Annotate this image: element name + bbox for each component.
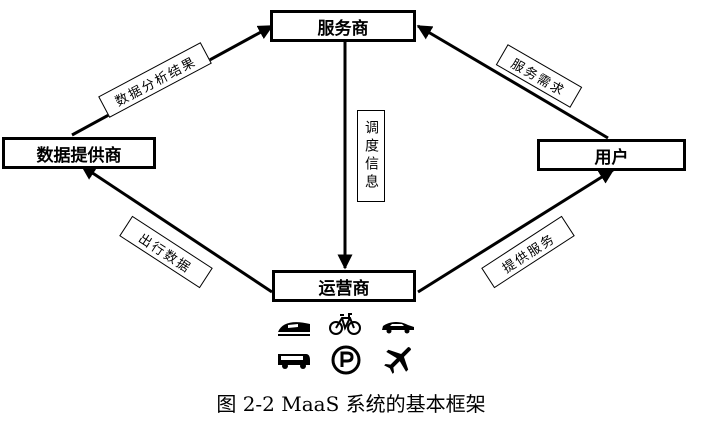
edge-label-dispatch-info: 调度信息 <box>357 110 385 202</box>
operator-node: 运营商 <box>272 270 416 302</box>
data-provider-node: 数据提供商 <box>2 137 156 169</box>
car-icon <box>382 322 414 334</box>
user-node: 用户 <box>537 139 686 171</box>
high-speed-train-icon <box>278 322 310 336</box>
airplane-icon <box>384 346 412 374</box>
edge-operator-to-user <box>417 168 615 294</box>
service-provider-node: 服务商 <box>270 10 416 42</box>
edge-operator-to-data <box>80 164 273 294</box>
bus-icon <box>278 354 310 369</box>
edge-user-to-service <box>416 24 609 140</box>
figure-caption: 图 2-2 MaaS 系统的基本框架 <box>216 392 486 416</box>
bicycle-icon <box>329 313 361 335</box>
parking-icon <box>331 345 361 375</box>
